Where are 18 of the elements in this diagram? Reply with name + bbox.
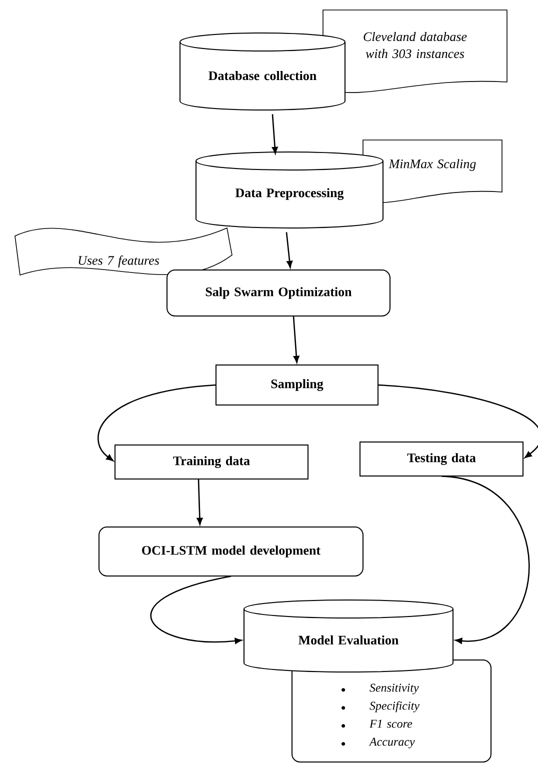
arrow bbox=[150, 576, 242, 644]
process-box: OCI-LSTM model development bbox=[98, 526, 364, 576]
arrow bbox=[292, 316, 300, 363]
arrow bbox=[98, 384, 216, 462]
arrow bbox=[272, 114, 278, 154]
database-cylinder: Data Preprocessing bbox=[196, 152, 384, 228]
process-box: Testing data bbox=[360, 442, 524, 476]
arrow bbox=[286, 232, 293, 268]
arrow bbox=[441, 476, 530, 644]
database-cylinder: Database collection bbox=[180, 32, 346, 110]
process-box: Salp Swarm Optimization bbox=[166, 270, 390, 316]
process-box: Sampling bbox=[216, 364, 378, 406]
process-box: Training data bbox=[114, 444, 308, 480]
arrow bbox=[378, 384, 538, 458]
banner-note: Uses 7 features bbox=[14, 228, 232, 276]
arrow bbox=[196, 479, 203, 525]
metrics-box: Sensitivity Specificity F1 score Accuracy bbox=[292, 660, 492, 762]
database-cylinder: Model Evaluation bbox=[244, 600, 454, 672]
